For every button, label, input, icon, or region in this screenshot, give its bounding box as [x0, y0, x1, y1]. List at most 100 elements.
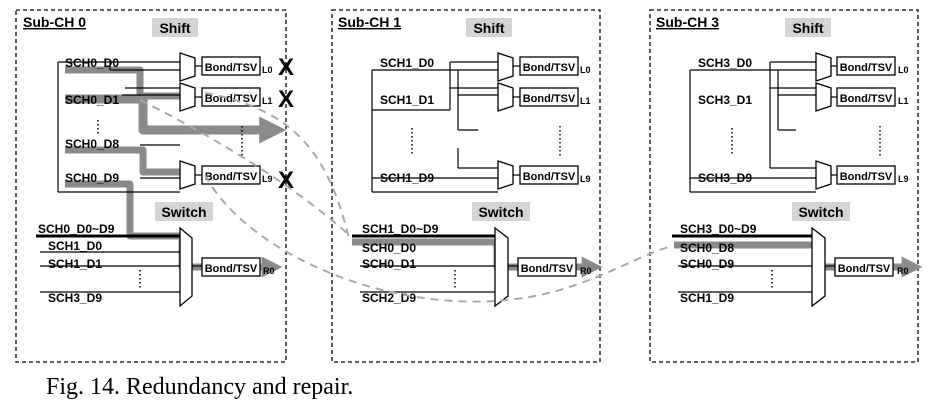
svg-text:SCH0_D8: SCH0_D8: [680, 241, 734, 255]
mux: [497, 52, 514, 190]
svg-text:SCH0_D1: SCH0_D1: [362, 257, 416, 271]
switch-label-bg: [472, 202, 530, 221]
svg-text:Bond/TSV: Bond/TSV: [205, 62, 258, 74]
svg-text:Bond/TSV: Bond/TSV: [840, 93, 893, 105]
output-labels: L0 L1 L9: [262, 65, 273, 184]
panel-border: [649, 9, 919, 363]
shift-input-labels: SCH3_D0 SCH3_D1 SCH3_D9: [698, 56, 752, 185]
bond-tsv: Bond/TSV Bond/TSV Bond/TSV: [836, 56, 896, 185]
figure-caption: Fig. 14. Redundancy and repair.: [46, 374, 353, 400]
panel-sub-ch-0: Sub-CH 0 Shift: [15, 9, 294, 363]
svg-text:SCH3_D1: SCH3_D1: [698, 93, 752, 107]
svg-text:Bond/TSV: Bond/TSV: [523, 171, 576, 183]
svg-text:X: X: [278, 167, 294, 194]
dashed-links: [139, 92, 673, 303]
svg-text:Bond/TSV: Bond/TSV: [523, 62, 576, 74]
shift-input-labels: SCH1_D0 SCH1_D1 SCH1_D9: [380, 56, 434, 185]
switch-mux: [179, 226, 193, 308]
svg-text:SCH3_D9: SCH3_D9: [48, 291, 102, 305]
mux: [179, 52, 196, 190]
ellipsis-dots: [411, 126, 561, 290]
svg-text:SCH3_D0: SCH3_D0: [698, 56, 752, 70]
ellipsis-dots: [97, 120, 243, 290]
svg-text:Bond/TSV: Bond/TSV: [521, 263, 574, 275]
svg-text:Bond/TSV: Bond/TSV: [523, 93, 576, 105]
switch-input-labels: SCH0_D0~D9 SCH1_D0 SCH1_D1 SCH3_D9: [38, 222, 115, 305]
bond-tsv: Bond/TSV Bond/TSV Bond/TSV: [201, 56, 261, 185]
svg-text:L9: L9: [580, 174, 591, 184]
shift-wiring: [371, 61, 520, 193]
shift-label-bg: [785, 18, 831, 37]
switch-wiring: [672, 234, 835, 293]
switch-mux: [494, 226, 509, 308]
svg-text:SCH3_D0~D9: SCH3_D0~D9: [680, 222, 757, 236]
panel-title: Sub-CH 0: [23, 14, 86, 30]
shift-label-bg: [466, 18, 512, 37]
shift-input-labels: SCH0_D0 SCH0_D1 SCH0_D8 SCH0_D9: [65, 56, 119, 185]
svg-text:L9: L9: [898, 174, 909, 184]
bond-tsv: Bond/TSV Bond/TSV Bond/TSV: [519, 56, 579, 185]
svg-text:SCH1_D1: SCH1_D1: [380, 93, 434, 107]
switch-mux: [811, 226, 826, 308]
bond-tsv-r0: [834, 257, 894, 277]
panel-title: Sub-CH 3: [656, 14, 719, 30]
svg-text:SCH3_D9: SCH3_D9: [698, 171, 752, 185]
svg-text:SCH0_D0: SCH0_D0: [65, 56, 119, 70]
svg-text:SCH1_D1: SCH1_D1: [48, 257, 102, 271]
bond-tsv-r0: [201, 257, 261, 277]
shift-label: Shift: [792, 20, 823, 36]
svg-text:L0: L0: [580, 65, 591, 75]
svg-text:Bond/TSV: Bond/TSV: [205, 171, 258, 183]
svg-text:SCH2_D9: SCH2_D9: [362, 291, 416, 305]
mux: [815, 52, 832, 190]
svg-text:L9: L9: [262, 174, 273, 184]
svg-text:SCH1_D0: SCH1_D0: [380, 56, 434, 70]
switch-label: Switch: [478, 204, 523, 220]
ellipsis-dots: [731, 126, 881, 290]
svg-text:SCH0_D9: SCH0_D9: [65, 171, 119, 185]
switch-input-labels: SCH3_D0~D9 SCH0_D8 SCH0_D9 SCH1_D9: [680, 222, 757, 305]
svg-text:SCH0_D0~D9: SCH0_D0~D9: [38, 222, 115, 236]
switch-label-bg: [155, 202, 213, 221]
svg-text:SCH0_D8: SCH0_D8: [65, 137, 119, 151]
shift-wiring: [689, 61, 837, 193]
output-labels: L0 L1 L9: [898, 65, 909, 184]
panel-title: Sub-CH 1: [338, 14, 401, 30]
svg-text:Bond/TSV: Bond/TSV: [838, 263, 891, 275]
svg-text:Bond/TSV: Bond/TSV: [840, 171, 893, 183]
output-labels: L0 L1 L9: [580, 65, 591, 184]
panel-sub-ch-3: Sub-CH 3 Shift B: [649, 9, 923, 363]
svg-text:Bond/TSV: Bond/TSV: [840, 62, 893, 74]
svg-text:X: X: [278, 54, 294, 81]
svg-text:SCH1_D9: SCH1_D9: [380, 171, 434, 185]
switch-wiring: [352, 234, 518, 293]
bond-tsv-r0: [517, 257, 577, 277]
switch-label: Switch: [161, 204, 206, 220]
svg-text:SCH1_D0: SCH1_D0: [48, 239, 102, 253]
svg-text:L0: L0: [898, 65, 909, 75]
svg-text:Bond/TSV: Bond/TSV: [205, 263, 258, 275]
shift-label: Shift: [159, 20, 190, 36]
svg-text:SCH1_D9: SCH1_D9: [680, 291, 734, 305]
svg-text:SCH1_D0~D9: SCH1_D0~D9: [362, 222, 439, 236]
svg-text:L1: L1: [262, 96, 273, 106]
panel-border: [15, 9, 287, 363]
panel-border: [331, 9, 601, 363]
switch-label-bg: [792, 202, 850, 221]
shift-label-bg: [152, 18, 198, 37]
svg-text:SCH0_D0: SCH0_D0: [362, 241, 416, 255]
svg-text:Bond/TSV: Bond/TSV: [205, 93, 258, 105]
svg-text:L1: L1: [580, 96, 591, 106]
svg-text:SCH0_D1: SCH0_D1: [65, 93, 119, 107]
shift-label: Shift: [473, 20, 504, 36]
switch-label: Switch: [798, 204, 843, 220]
switch-input-labels: SCH1_D0~D9 SCH0_D0 SCH0_D1 SCH2_D9: [362, 222, 439, 305]
switch-wiring: [36, 234, 202, 293]
r0-label: R0: [897, 266, 909, 276]
svg-text:L1: L1: [898, 96, 909, 106]
svg-text:SCH0_D9: SCH0_D9: [680, 257, 734, 271]
r0-label: R0: [263, 266, 275, 276]
svg-text:L0: L0: [262, 65, 273, 75]
svg-text:X: X: [278, 86, 294, 113]
